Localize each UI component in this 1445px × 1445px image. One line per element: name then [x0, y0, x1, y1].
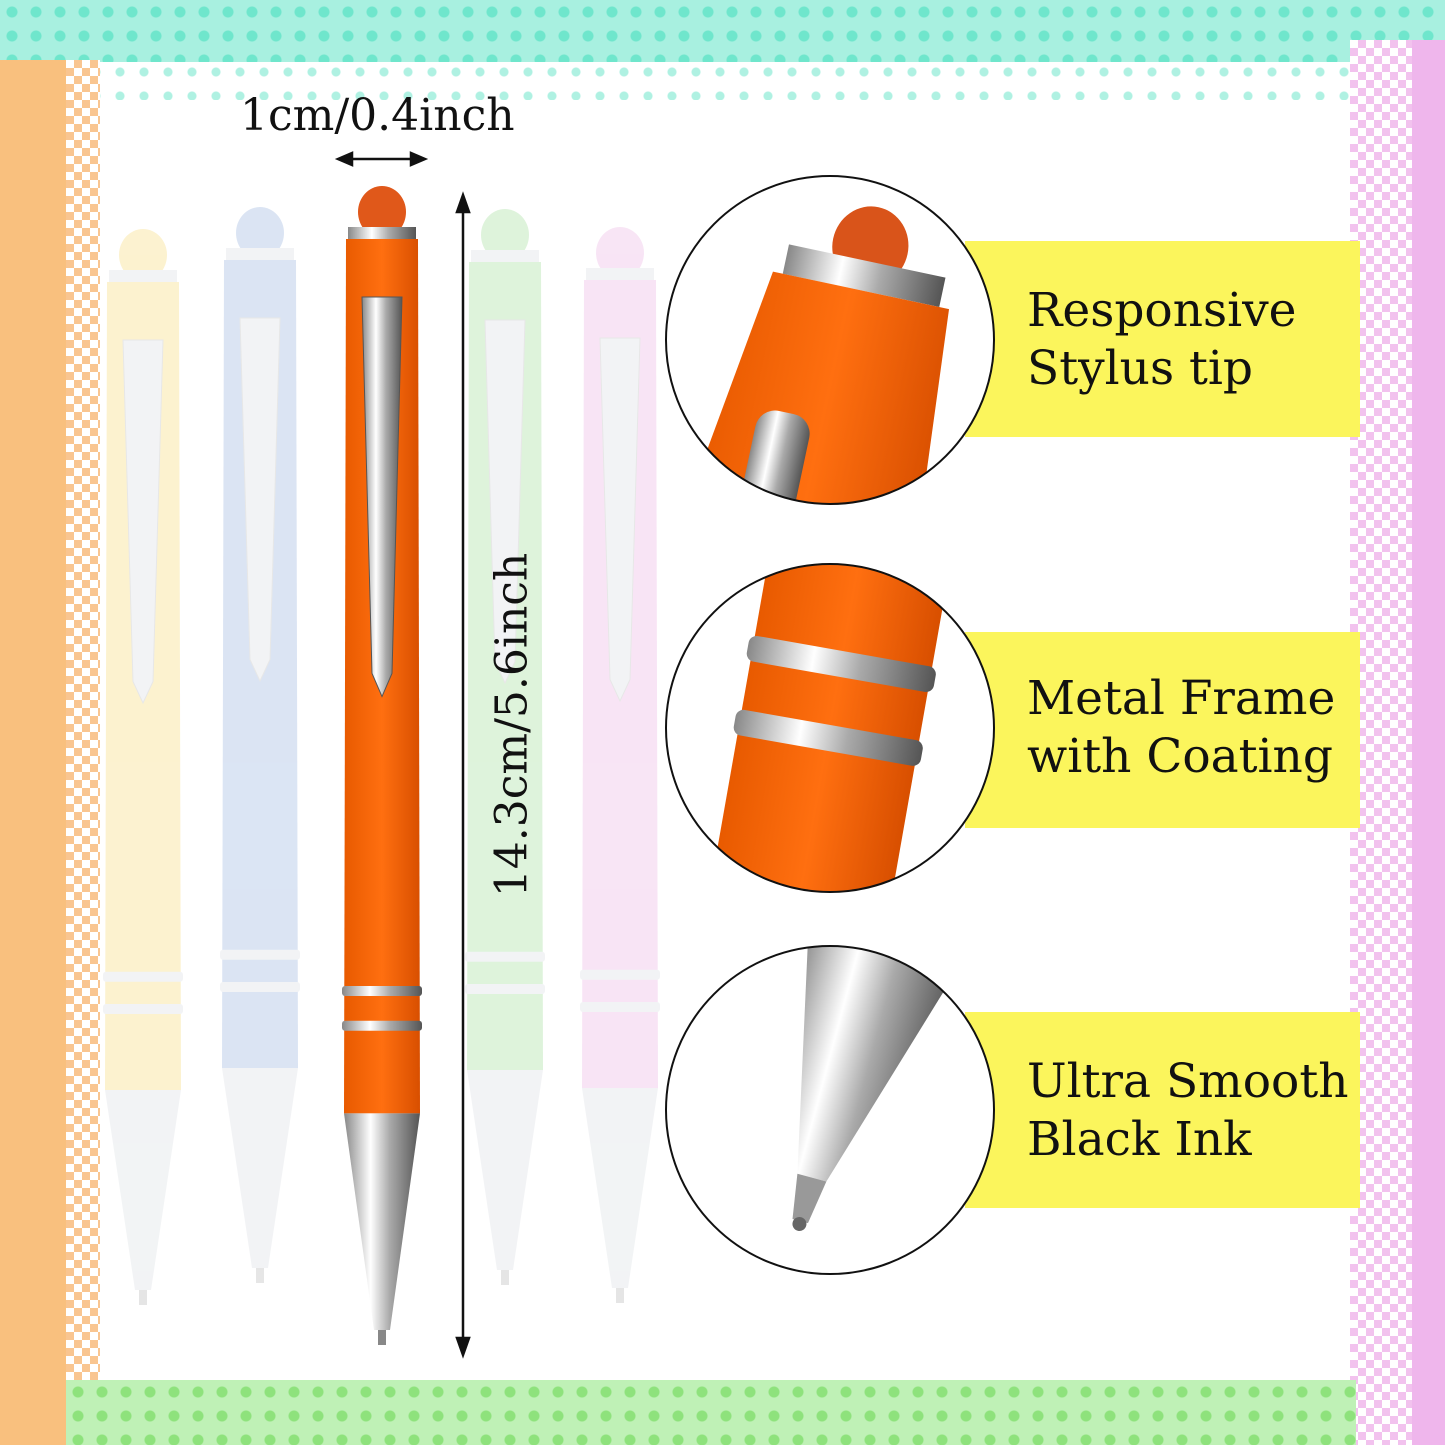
stylus-tip-closeup [665, 175, 995, 505]
left-border-orange [0, 60, 66, 1445]
feature-label-2: Metal Frame with Coating [1027, 670, 1335, 786]
pen-pink [580, 227, 660, 1303]
pen-blue [220, 207, 300, 1283]
ballpoint-tip-closeup [665, 945, 995, 1275]
length-arrow [455, 191, 471, 1359]
feature-label-1: Responsive Stylus tip [1027, 282, 1297, 398]
metal-rings-closeup [665, 563, 995, 893]
feature-line: Ultra Smooth [1027, 1054, 1349, 1109]
bottom-border-green [66, 1380, 1356, 1445]
pen-yellow [103, 229, 183, 1305]
feature-highlight-1 [965, 241, 1360, 437]
width-label: 1cm/0.4inch [240, 90, 515, 141]
top-dots [60, 60, 1360, 100]
pen-orange [342, 186, 422, 1345]
feature-highlight-2 [965, 632, 1360, 828]
feature-line: with Coating [1027, 729, 1333, 784]
right-border-pink [1412, 40, 1445, 1445]
length-label: 14.3cm/5.6inch [486, 552, 538, 898]
width-arrow [334, 151, 429, 167]
feature-highlight-3 [965, 1012, 1360, 1208]
feature-line: Stylus tip [1027, 341, 1254, 396]
feature-label-3: Ultra Smooth Black Ink [1027, 1053, 1348, 1169]
pen-green [465, 209, 545, 1285]
feature-line: Metal Frame [1027, 671, 1336, 726]
feature-line: Black Ink [1027, 1112, 1252, 1167]
top-border-teal [0, 0, 1445, 62]
feature-line: Responsive [1027, 283, 1297, 338]
left-checker [66, 60, 100, 1400]
